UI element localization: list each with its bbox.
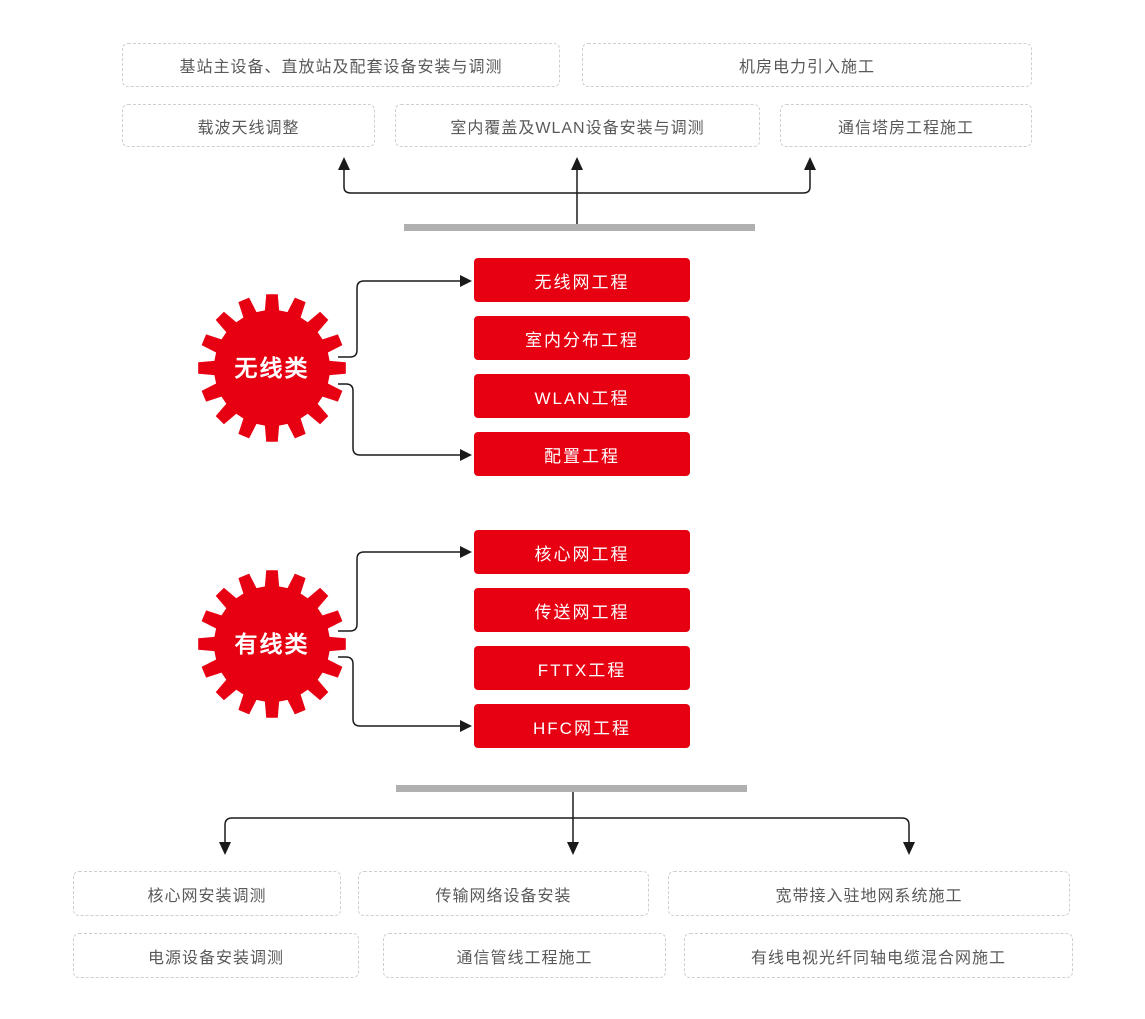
task-box-tower: 通信塔房工程施工 (780, 104, 1032, 147)
wireless-lower-connector (338, 383, 460, 456)
arrow-right-icon (460, 275, 472, 287)
project-box-config: 配置工程 (474, 432, 690, 476)
arrow-right-icon (460, 720, 472, 732)
project-box-core-net: 核心网工程 (474, 530, 690, 574)
wired-gear-label: 有线类 (235, 631, 310, 657)
task-box-antenna: 载波天线调整 (122, 104, 375, 147)
divider-bar-bottom (396, 785, 747, 792)
wired-upper-connector (338, 551, 460, 632)
project-box-wlan: WLAN工程 (474, 374, 690, 418)
project-box-hfc: HFC网工程 (474, 704, 690, 748)
arrow-up-icon (804, 157, 816, 170)
arrow-up-icon (571, 157, 583, 170)
bottom-connector-line (224, 817, 910, 842)
task-box-catv-hfc: 有线电视光纤同轴电缆混合网施工 (684, 933, 1073, 978)
project-box-indoor-dist: 室内分布工程 (474, 316, 690, 360)
wired-lower-connector (338, 656, 460, 727)
project-box-wireless-net: 无线网工程 (474, 258, 690, 302)
task-box-indoor-wlan: 室内覆盖及WLAN设备安装与调测 (395, 104, 760, 147)
project-box-transport-net: 传送网工程 (474, 588, 690, 632)
gear-icon-wireless (198, 294, 346, 442)
arrow-right-icon (460, 449, 472, 461)
arrow-right-icon (460, 546, 472, 558)
divider-bar-top (404, 224, 755, 231)
task-box-power-install: 电源设备安装调测 (73, 933, 359, 978)
task-box-pipeline: 通信管线工程施工 (383, 933, 666, 978)
task-box-base-station: 基站主设备、直放站及配套设备安装与调测 (122, 43, 560, 87)
wireless-gear-label: 无线类 (235, 355, 310, 381)
wireless-upper-connector (338, 280, 460, 358)
task-box-transmission-install: 传输网络设备安装 (358, 871, 649, 916)
arrow-down-icon (219, 842, 231, 855)
gear-icon-wired (198, 570, 346, 718)
task-box-power-intro: 机房电力引入施工 (582, 43, 1032, 87)
arrow-up-icon (338, 157, 350, 170)
task-box-core-install: 核心网安装调测 (73, 871, 341, 916)
task-box-broadband-access: 宽带接入驻地网系统施工 (668, 871, 1070, 916)
project-box-fttx: FTTX工程 (474, 646, 690, 690)
arrow-down-icon (567, 842, 579, 855)
arrow-down-icon (903, 842, 915, 855)
